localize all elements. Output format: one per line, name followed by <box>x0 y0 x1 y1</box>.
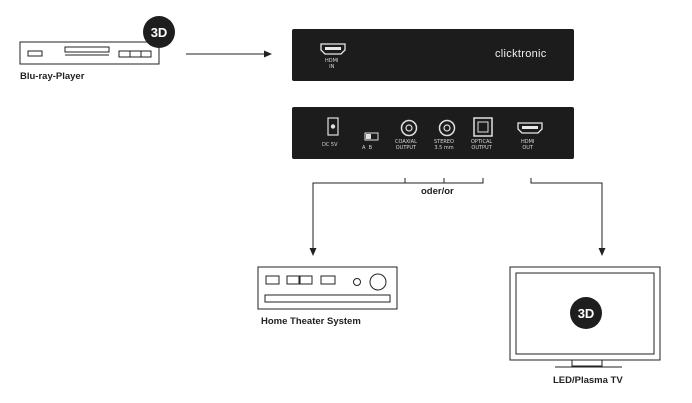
home-theater-receiver <box>257 266 398 310</box>
stereo-jack-icon <box>438 119 456 137</box>
hdmi-out-label: HDMI OUT <box>521 139 535 151</box>
blu-ray-player-label: Blu-ray-Player <box>20 71 85 82</box>
or-label: oder/or <box>421 186 454 197</box>
arrow-head-home-theater <box>309 248 317 256</box>
tv-label: LED/Plasma TV <box>553 375 623 386</box>
switch-ab-label: A B <box>362 145 373 151</box>
arrow-to-converter <box>186 50 272 58</box>
connector-to-tv <box>530 178 603 250</box>
tv-outline <box>509 266 661 368</box>
arrow-head-tv <box>598 248 606 256</box>
power-jack-icon <box>327 117 339 136</box>
home-theater-label: Home Theater System <box>261 316 361 327</box>
stereo-label: STEREO 3.5 mm <box>434 139 454 151</box>
converter-back-panel: DC 5V A B COAXIAL OUTPUT STEREO 3.5 mm O… <box>292 107 574 159</box>
tv-3d-badge: 3D <box>570 297 602 329</box>
connector-to-home-theater <box>312 178 484 250</box>
hdmi-in-port-icon <box>320 43 346 55</box>
switch-icon <box>364 132 379 141</box>
source-3d-badge: 3D <box>143 16 175 48</box>
converter-front-panel: HDMI IN clicktronic <box>292 29 574 81</box>
hdmi-in-label: HDMI IN <box>325 58 339 70</box>
optical-output-label: OPTICAL OUTPUT <box>471 139 493 151</box>
brand-logo-text: clicktronic <box>495 48 547 60</box>
dc-5v-label: DC 5V <box>322 142 338 148</box>
optical-output-icon <box>473 117 493 137</box>
coaxial-output-icon <box>400 119 418 137</box>
coaxial-output-label: COAXIAL OUTPUT <box>395 139 417 151</box>
blu-ray-player <box>19 41 160 65</box>
hdmi-out-port-icon <box>517 122 543 134</box>
